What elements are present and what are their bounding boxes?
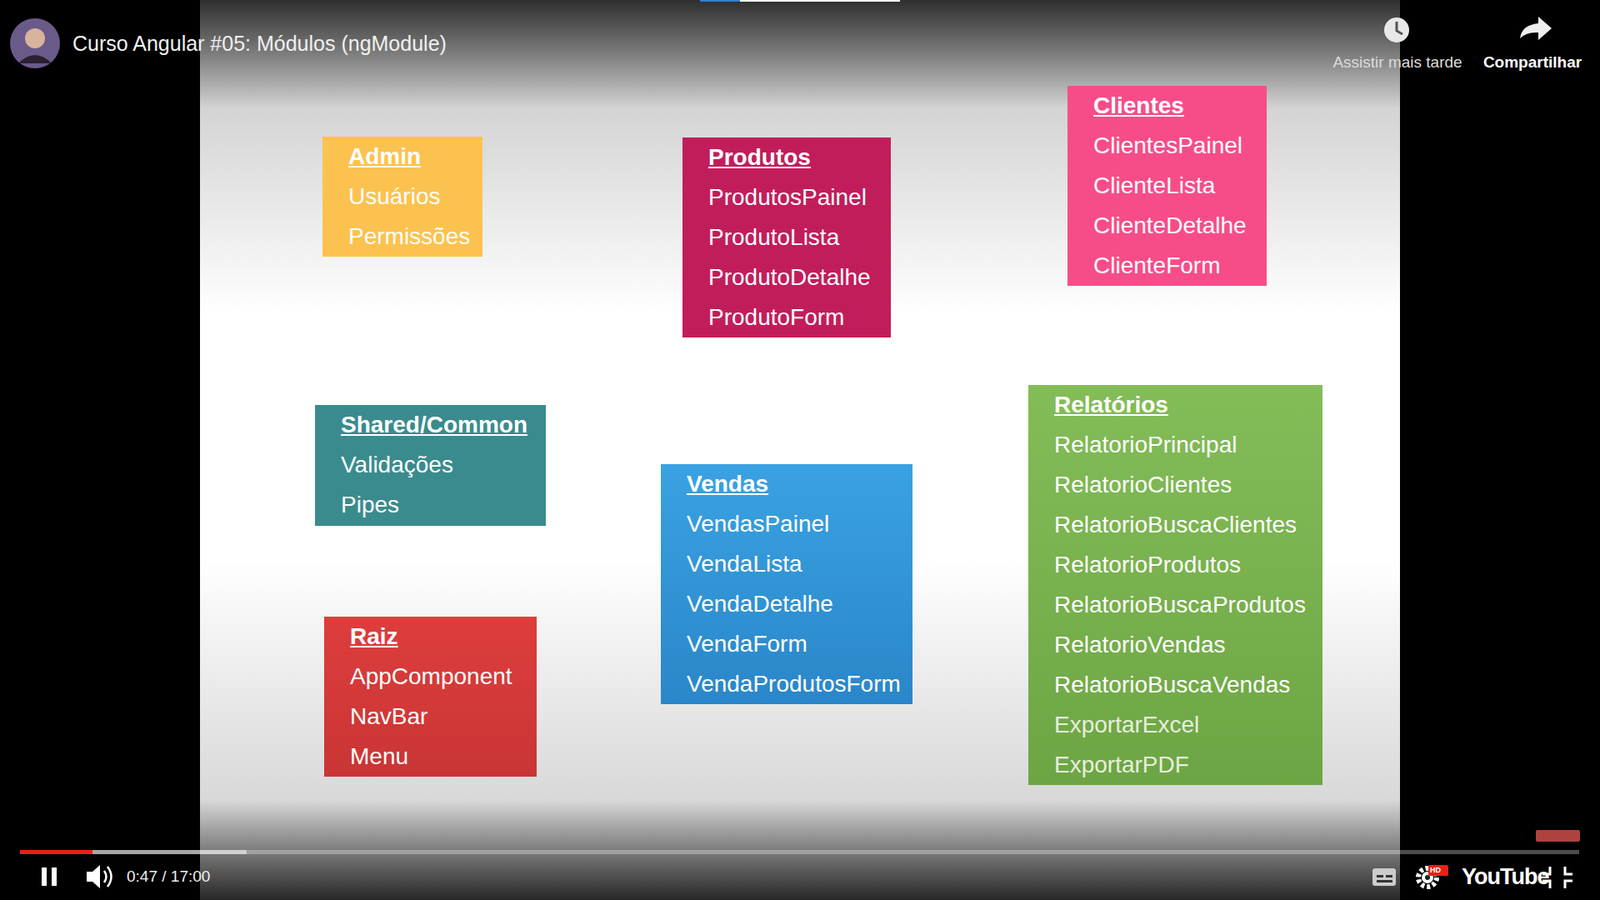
module-title: Clientes — [1093, 85, 1185, 126]
component-name: AppComponent — [350, 656, 513, 697]
progress-buffer — [20, 850, 247, 855]
module-title: Shared/Common — [340, 405, 528, 445]
component-name: Permissões — [348, 216, 470, 257]
clock-icon — [1396, 21, 1403, 35]
video-title: Curso Angular #05: Módulos (ngModule) — [72, 31, 447, 56]
slide-marker — [700, 0, 900, 2]
component-name: RelatorioBuscaClientes — [1054, 505, 1297, 545]
component-name: Usuários — [348, 176, 440, 217]
watch-later-label: Assistir mais tarde — [1332, 53, 1462, 72]
component-name: VendaDetalhe — [686, 584, 834, 625]
component-name: RelatorioBuscaProdutos — [1054, 585, 1306, 625]
progress-track — [20, 850, 1580, 855]
youtube-logo: YouTube — [1461, 864, 1549, 890]
component-name: RelatorioVendas — [1054, 625, 1225, 665]
module-title: Admin — [348, 136, 421, 177]
component-name: VendasPainel — [686, 504, 830, 545]
module-box: AdminUsuáriosPermissões — [322, 136, 483, 257]
progress-played — [20, 850, 93, 855]
channel-avatar — [10, 18, 60, 69]
clock-icon — [1384, 17, 1410, 43]
volume-icon — [104, 866, 112, 887]
component-name: RelatorioClientes — [1054, 465, 1232, 505]
component-name: ProdutoForm — [708, 297, 845, 338]
component-name: VendaForm — [686, 624, 808, 665]
component-name: ClienteDetalhe — [1093, 205, 1247, 246]
component-name: RelatorioBuscaVendas — [1054, 665, 1290, 705]
component-name: NavBar — [350, 696, 428, 737]
module-box: ClientesClientesPainelClienteListaClient… — [1067, 85, 1267, 286]
channel-avatar — [25, 28, 45, 49]
component-name: RelatorioPrincipal — [1054, 425, 1237, 465]
module-title: Raiz — [350, 616, 399, 657]
time-display: 0:47 / 17:00 — [126, 867, 210, 886]
subtitles-icon — [1372, 868, 1396, 886]
component-name: Pipes — [340, 485, 400, 525]
module-box: Shared/CommonValidaçõesPipes — [315, 405, 546, 526]
slide-background — [200, 0, 1400, 900]
hd-badge-text: HD — [1430, 865, 1441, 875]
subtitles-icon — [1376, 875, 1384, 878]
subtitles-icon — [1376, 880, 1393, 883]
component-name: ProdutoDetalhe — [708, 257, 871, 298]
module-box: RelatóriosRelatorioPrincipalRelatorioCli… — [1028, 385, 1323, 785]
module-title: Produtos — [708, 137, 811, 178]
slide-marker — [700, 0, 740, 2]
bottom-overlay — [0, 800, 1600, 900]
component-name: RelatorioProdutos — [1054, 545, 1241, 585]
module-box: ProdutosProdutosPainelProdutoListaProdut… — [682, 137, 891, 338]
module-box: VendasVendasPainelVendaListaVendaDetalhe… — [660, 464, 913, 705]
channel-avatar — [18, 55, 52, 64]
channel-watermark — [1535, 830, 1580, 842]
module-title: Vendas — [686, 464, 769, 505]
module-title: Relatórios — [1054, 385, 1169, 425]
pause-icon — [41, 867, 47, 886]
module-box: RaizAppComponentNavBarMenu — [324, 616, 537, 777]
share-label: Compartilhar — [1483, 53, 1582, 72]
top-overlay — [0, 0, 1600, 109]
settings-icon — [1425, 875, 1430, 880]
component-name: ExportarExcel — [1054, 705, 1200, 745]
component-name: VendaProdutosForm — [686, 664, 901, 705]
volume-icon — [86, 865, 100, 889]
component-name: Menu — [350, 736, 409, 777]
component-name: VendaLista — [686, 544, 803, 585]
component-name: ExportarPDF — [1054, 745, 1190, 785]
component-name: ClienteForm — [1093, 245, 1220, 286]
hd-badge — [1428, 865, 1449, 876]
component-name: ClientesPainel — [1093, 125, 1243, 166]
component-name: Validações — [340, 445, 454, 485]
pause-icon — [51, 867, 57, 886]
share-icon — [1520, 16, 1552, 40]
component-name: ProdutoLista — [708, 217, 840, 258]
component-name: ProdutosPainel — [708, 177, 867, 218]
subtitles-icon — [1385, 875, 1393, 878]
component-name: ClienteLista — [1093, 165, 1215, 206]
